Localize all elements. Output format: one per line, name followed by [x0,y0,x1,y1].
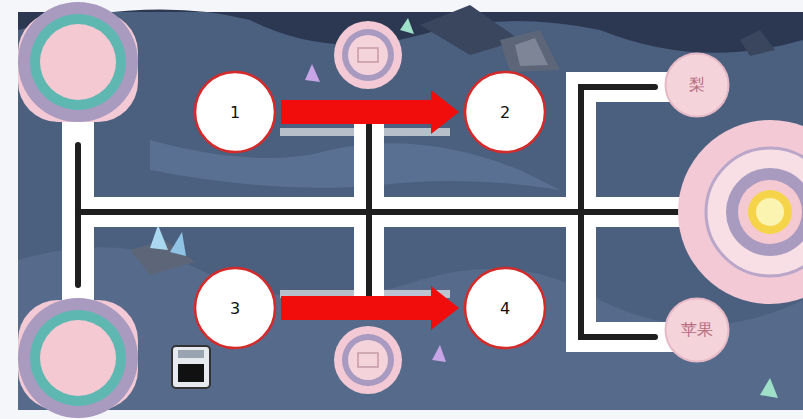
fruit-label: 苹果 [681,320,713,341]
callout-number: 3 [230,299,240,318]
callout-circle: 4 [463,266,547,350]
move-arrow [281,286,459,330]
callout-number: 2 [500,103,510,122]
fruit-label: 梨 [689,75,705,96]
callout-number: 1 [230,103,240,122]
move-arrow [281,90,459,134]
callout-circle: 1 [193,70,277,154]
callout-number: 4 [500,299,510,318]
fruit-pad: 梨 [664,52,730,118]
fruit-pad: 苹果 [664,297,730,363]
callout-circle: 2 [463,70,547,154]
callout-circle: 3 [193,266,277,350]
